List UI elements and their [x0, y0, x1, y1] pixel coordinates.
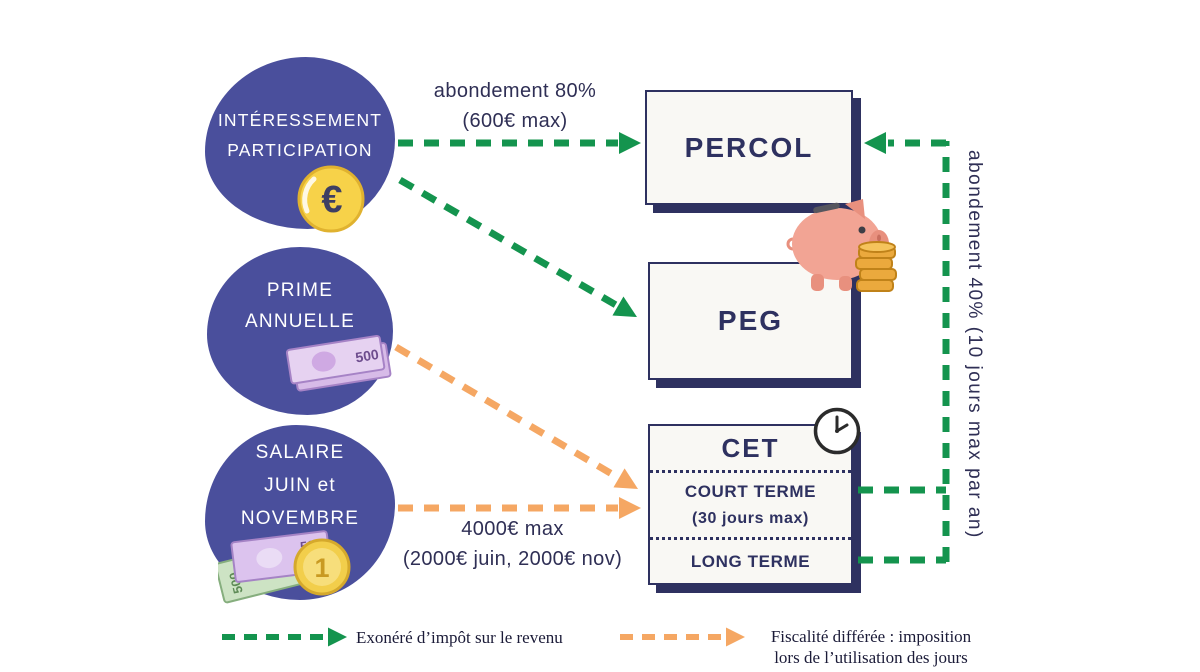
- legend-orange-arrow: [620, 627, 745, 647]
- interessement-label: INTÉRESSEMENT PARTICIPATION: [217, 110, 383, 160]
- piggy-bank-icon: [786, 199, 897, 292]
- court-terme-sub-label: (30 jours max): [692, 510, 809, 527]
- legend-green-label: Exonéré d’impôt sur le revenu: [356, 628, 563, 647]
- cet-court-terme-section: COURT TERME (30 jours max): [650, 470, 851, 540]
- arrow-prime-to-cet: [394, 343, 638, 489]
- banknotes-and-coin-icon: 500 500 1: [218, 530, 351, 604]
- salaire-label: SALAIRE JUIN et NOVEMBRE: [240, 442, 360, 529]
- abondement-80-label: abondement 80% (600€ max): [433, 80, 597, 132]
- euro-symbol: €: [321, 179, 342, 221]
- legend-orange-label: Fiscalité différée : imposition lors de …: [770, 627, 972, 667]
- long-terme-label: LONG TERME: [690, 552, 811, 571]
- clock-icon: [813, 407, 861, 455]
- court-terme-label: COURT TERME: [684, 482, 817, 501]
- abondement-40-vertical-label: abondement 40% (10 jours max par an): [964, 150, 985, 539]
- coin-one-value: 1: [314, 553, 329, 583]
- legend-green-arrow: [222, 627, 347, 647]
- cet-box: CET COURT TERME (30 jours max) LONG TERM…: [648, 424, 853, 585]
- percol-box: PERCOL: [645, 90, 853, 205]
- euro-coin-icon: €: [297, 165, 365, 233]
- peg-label: PEG: [717, 305, 784, 336]
- salaire-max-label: 4000€ max (2000€ juin, 2000€ nov): [402, 518, 623, 570]
- coin-stack-icon: [855, 241, 897, 292]
- arrow-interessement-to-peg: [398, 176, 637, 317]
- prime-label: PRIME ANNUELLE: [245, 280, 355, 332]
- percol-label: PERCOL: [684, 131, 814, 163]
- cet-label: CET: [721, 432, 780, 463]
- banknote-stack-icon: 500: [286, 334, 392, 392]
- note-500-value: 500: [354, 346, 380, 365]
